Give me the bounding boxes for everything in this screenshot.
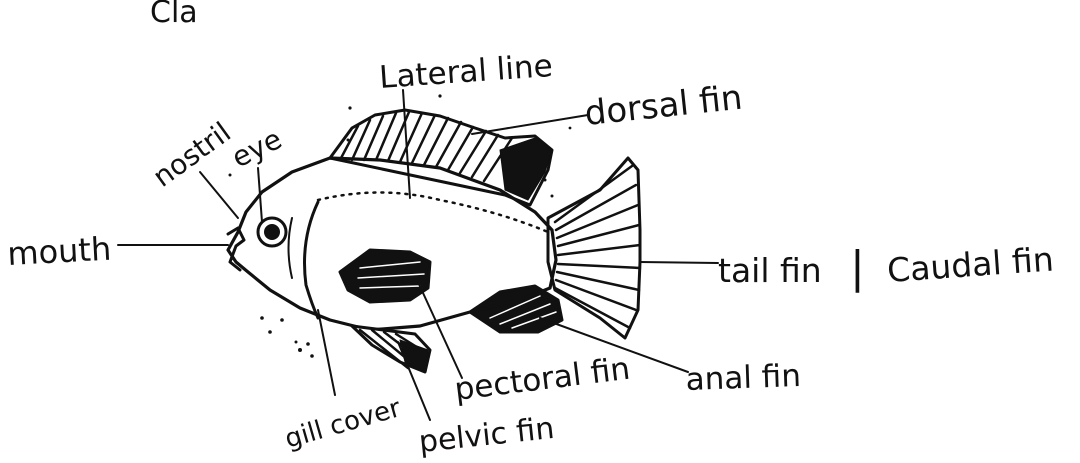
label-eye: eye [227, 122, 287, 174]
label-separator: | [850, 242, 865, 293]
label-lateral-line: Lateral line [378, 48, 554, 96]
label-dorsal-fin: dorsal fin [583, 78, 744, 134]
cropped-top-text: Cla [150, 0, 198, 30]
dorsal-fin-shape [330, 110, 552, 205]
dorsal-fin-leader [472, 115, 588, 134]
fish-drawing [228, 94, 640, 372]
label-tail-fin: tail fin [718, 251, 822, 290]
label-anal-fin: anal fin [685, 358, 801, 398]
gill-cover-line [305, 202, 319, 318]
label-mouth: mouth [6, 230, 112, 273]
label-gill-cover: gill cover [282, 393, 405, 455]
tail-fin-leader [640, 262, 718, 263]
nostril-leader [200, 172, 238, 218]
caudal-fin-shape [548, 158, 640, 338]
gill-cover-leader [318, 310, 335, 395]
label-caudal-fin: Caudal fin [886, 239, 1055, 290]
pelvic-fin-shape [352, 326, 430, 372]
label-nostril: nostril [147, 116, 237, 194]
label-pelvic-fin: pelvic fin [417, 411, 556, 460]
label-pectoral-fin: pectoral fin [453, 351, 632, 408]
pectoral-fin-shape [340, 250, 430, 302]
labels: Cla Lateral line dorsal fin nostril eye … [6, 0, 1054, 460]
